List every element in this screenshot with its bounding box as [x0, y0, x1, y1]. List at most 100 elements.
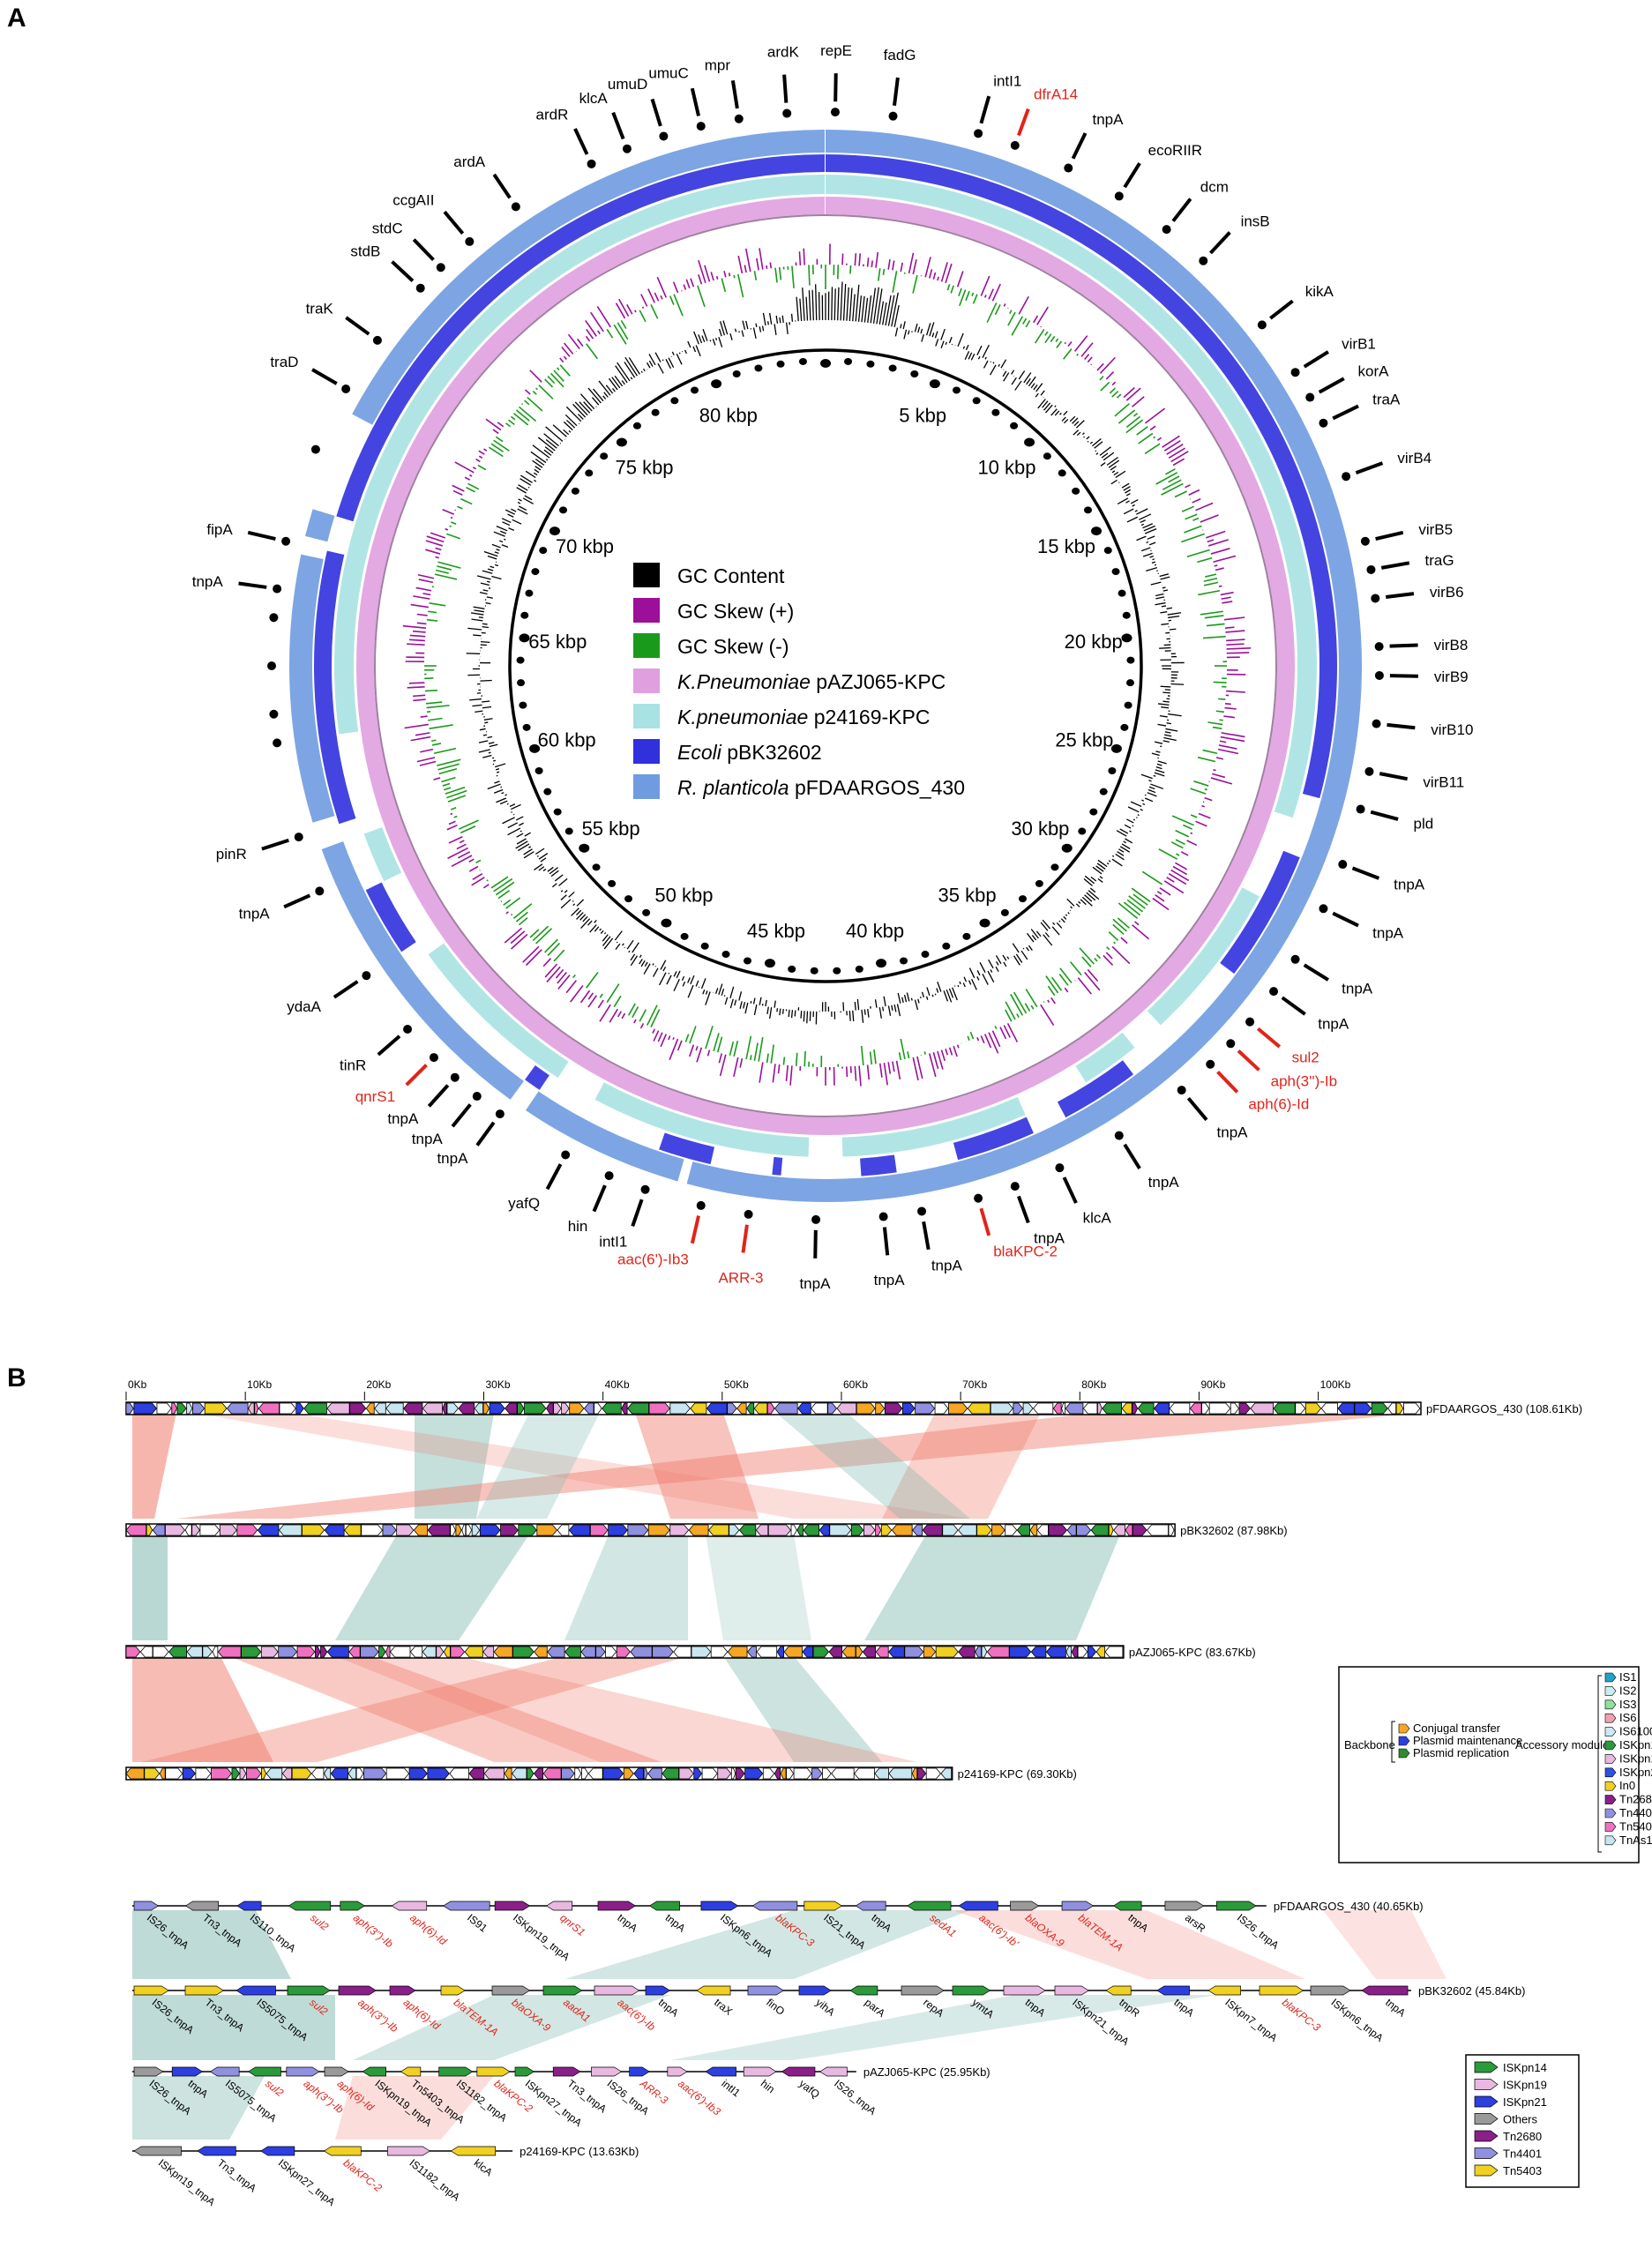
gene-arrow — [751, 1901, 798, 1911]
gc-content-bar — [1154, 772, 1165, 777]
plasmid-label: pFDAARGOS_430 (108.61Kb) — [1426, 1402, 1582, 1415]
gc-content-bar — [518, 484, 528, 491]
gene-tick — [1380, 561, 1410, 570]
gene-arrow — [1030, 1646, 1047, 1658]
gc-skew-bar — [447, 847, 468, 860]
gc-content-bar — [564, 414, 578, 427]
legend-swatch — [633, 563, 660, 587]
gc-content-bar — [1089, 441, 1094, 444]
gc-skew-bar — [759, 248, 764, 270]
gc-content-bar — [626, 939, 634, 950]
gc-content-bar — [602, 395, 607, 400]
gc-content-bar — [572, 903, 576, 907]
gc-skew-bar — [428, 717, 443, 721]
gc-content-bar — [925, 323, 931, 336]
gc-content-bar — [1011, 377, 1017, 385]
gc-content-bar — [550, 870, 559, 878]
gc-skew-bar — [713, 1033, 720, 1052]
gc-skew-bar — [908, 252, 915, 274]
gc-skew-bar — [490, 443, 505, 452]
gene-arrow — [326, 1402, 350, 1415]
gene-arrow — [396, 1524, 415, 1536]
gc-skew-bar — [1009, 310, 1013, 315]
gene-arrow — [479, 1524, 501, 1536]
gc-skew-bar — [1128, 895, 1146, 909]
gc-skew-bar — [416, 613, 428, 616]
gc-content-bar — [479, 728, 486, 731]
gc-skew-bar — [1163, 439, 1181, 452]
gc-content-bar — [499, 800, 508, 805]
gc-skew-bar — [940, 262, 948, 282]
gene-arrow — [186, 1646, 203, 1658]
gene-arrow — [811, 1402, 828, 1415]
gc-content-bar — [1035, 392, 1039, 398]
gc-content-bar — [1012, 943, 1020, 953]
plasmid-label: pAZJ065-KPC (25.95Kb) — [863, 2065, 990, 2079]
gc-content-bar — [1095, 450, 1097, 452]
gene-arrow — [774, 1402, 798, 1415]
gc-content-bar — [1154, 564, 1157, 566]
gc-content-bar — [1100, 462, 1106, 467]
scale-tick — [1058, 469, 1066, 477]
legend-label: IS3 — [1619, 1698, 1637, 1711]
gc-skew-bar — [1111, 390, 1119, 398]
gc-skew-bar — [846, 1066, 848, 1078]
gc-skew-bar — [912, 274, 918, 294]
gene-arrow — [236, 1524, 258, 1536]
gc-content-bar — [500, 530, 507, 534]
scale-tick — [1050, 863, 1059, 871]
gc-skew-bar — [697, 285, 706, 308]
gc-content-bar — [574, 401, 588, 416]
gene-tick — [690, 1215, 700, 1244]
gc-content-bar — [516, 833, 524, 838]
gene-label: dfrA14 — [1034, 86, 1078, 103]
gene-marker — [436, 263, 445, 273]
gc-skew-bar — [1202, 635, 1226, 639]
gc-content-bar — [759, 326, 762, 332]
gene-arrow — [542, 1767, 562, 1780]
gc-skew-bar — [1226, 690, 1245, 693]
gene-arrow — [245, 1767, 262, 1780]
gc-content-bar — [478, 740, 489, 743]
gc-skew-bar — [505, 422, 512, 428]
gene-arrow — [561, 1402, 570, 1415]
scale-tick — [700, 942, 709, 950]
legend-swatch — [1604, 1727, 1617, 1736]
gene-label: traG — [1425, 552, 1454, 569]
gc-content-bar — [517, 501, 521, 504]
legend-swatch — [1474, 2130, 1499, 2142]
gene-arrow — [191, 1524, 200, 1536]
gc-skew-bar — [449, 525, 452, 527]
gc-content-bar — [934, 331, 938, 339]
gene-label: tnpA — [437, 1150, 468, 1167]
gc-content-bar — [1150, 783, 1163, 789]
gc-content-bar — [560, 899, 572, 909]
gc-skew-bar — [1168, 475, 1180, 483]
gene-arrow — [888, 1646, 905, 1658]
gene-label: stdB — [350, 243, 380, 259]
gc-skew-bar — [1006, 1023, 1019, 1042]
gene-arrow — [884, 1402, 903, 1415]
gc-skew-bar — [525, 389, 531, 395]
gene-marker — [1269, 987, 1279, 997]
gc-content-bar — [1137, 814, 1140, 817]
gc-skew-bar — [1190, 788, 1207, 795]
gc-content-bar — [617, 362, 631, 382]
gc-skew-bar — [1210, 777, 1233, 785]
gc-content-bar — [491, 575, 502, 580]
gc-skew-bar — [689, 1026, 697, 1044]
gc-content-bar — [968, 352, 973, 360]
scale-tick — [519, 701, 527, 709]
gc-skew-bar — [1059, 967, 1073, 984]
gc-content-bar — [753, 1005, 758, 1016]
legend-label: K.Pneumoniae pAZJ065-KPC — [677, 670, 946, 693]
gene-arrow — [904, 1646, 924, 1658]
gc-content-bar — [496, 797, 507, 803]
gc-content-bar — [523, 851, 534, 859]
gc-content-bar — [917, 998, 920, 1004]
gc-skew-bar — [1170, 869, 1190, 882]
legend-label: Others — [1503, 2113, 1538, 2126]
scale-tick — [632, 422, 641, 429]
gene-arrow — [1048, 1524, 1068, 1536]
gene-arrow — [450, 1524, 456, 1536]
